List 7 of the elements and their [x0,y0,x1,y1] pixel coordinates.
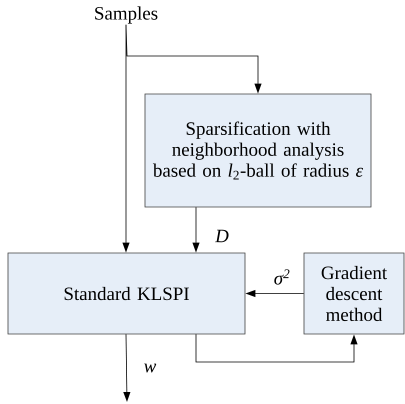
input-label: Samples [95,6,158,24]
edge-label: D [214,230,229,242]
edge-label: σ$^{2}$ [274,269,290,285]
edge-label: w [144,364,156,372]
process-box: Sparsification with neighborhood analysis based on l$_{2}$-ball of radius ε [144,94,372,208]
process-box: Gradient descent method [304,252,404,334]
process-box: Standard KLSPI [8,252,246,334]
